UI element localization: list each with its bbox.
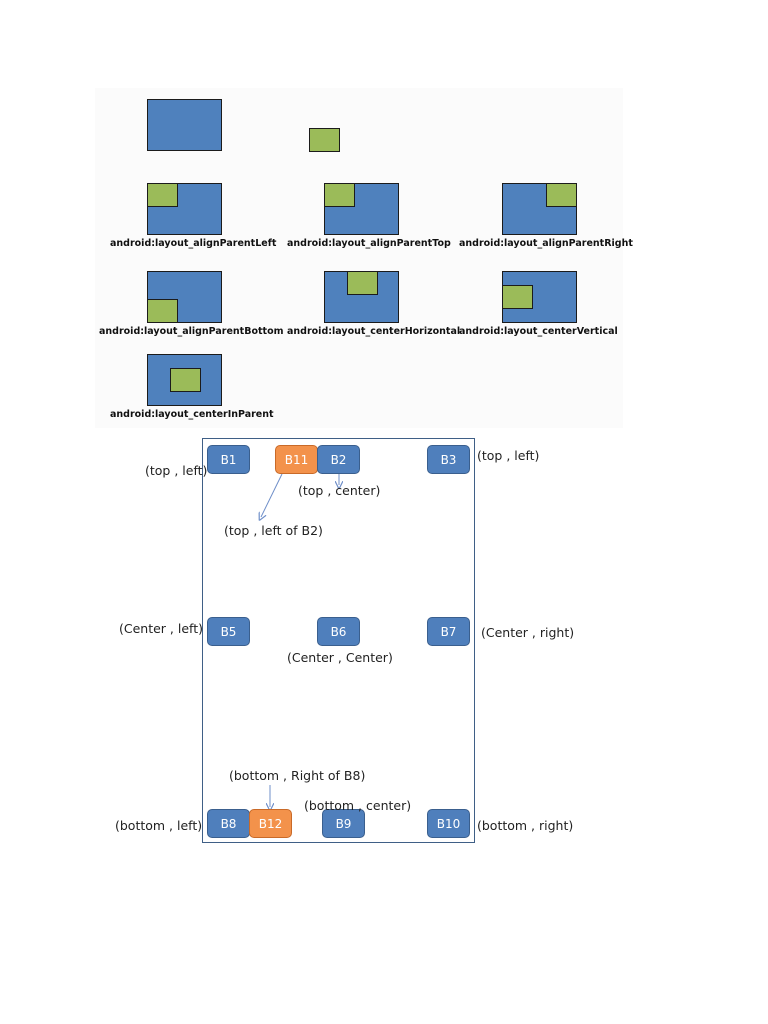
label-b12-position: (bottom , Right of B8) xyxy=(229,768,366,783)
label-center-in-parent: android:layout_centerInParent xyxy=(110,409,274,420)
child-rect xyxy=(146,182,178,207)
example-align-parent-top xyxy=(323,182,399,235)
button-b10[interactable]: B10 xyxy=(427,809,470,838)
label-align-parent-top: android:layout_alignParentTop xyxy=(287,238,451,249)
button-b9[interactable]: B9 xyxy=(322,809,365,838)
child-rect xyxy=(170,368,201,392)
child-rect xyxy=(347,270,378,295)
label-align-parent-left: android:layout_alignParentLeft xyxy=(110,238,277,249)
child-rect xyxy=(501,285,533,309)
arrow-b11 xyxy=(261,473,283,517)
label-b5-position: (Center , left) xyxy=(119,621,203,636)
example-center-horizontal xyxy=(324,270,399,323)
button-b12[interactable]: B12 xyxy=(249,809,292,838)
button-b11[interactable]: B11 xyxy=(275,445,318,474)
label-center-horizontal: android:layout_centerHorizontal xyxy=(287,326,461,337)
label-b9-position: (bottom , center) xyxy=(304,798,412,813)
child-rect xyxy=(323,182,355,207)
example-align-parent-right xyxy=(502,182,577,235)
label-b6-position: (Center , Center) xyxy=(287,650,393,665)
button-b5[interactable]: B5 xyxy=(207,617,250,646)
legend-child-rect xyxy=(309,128,340,152)
label-align-parent-right: android:layout_alignParentRight xyxy=(459,238,633,249)
label-b11-position: (top , left of B2) xyxy=(224,523,323,538)
label-center-vertical: android:layout_centerVertical xyxy=(459,326,618,337)
child-rect xyxy=(146,299,178,323)
button-b8[interactable]: B8 xyxy=(207,809,250,838)
example-center-vertical xyxy=(501,271,577,323)
button-b2[interactable]: B2 xyxy=(317,445,360,474)
label-align-parent-bottom: android:layout_alignParentBottom xyxy=(99,326,284,337)
label-b10-position: (bottom , right) xyxy=(477,818,574,833)
example-center-in-parent xyxy=(147,354,222,406)
label-b1-position: (top , left) xyxy=(145,463,208,478)
legend-parent-rect xyxy=(147,99,222,151)
label-b3-position: (top , left) xyxy=(477,448,540,463)
example-align-parent-left xyxy=(146,182,222,235)
button-b1[interactable]: B1 xyxy=(207,445,250,474)
label-b7-position: (Center , right) xyxy=(481,625,575,640)
button-b7[interactable]: B7 xyxy=(427,617,470,646)
child-rect xyxy=(546,182,577,207)
label-b2-position: (top , center) xyxy=(298,483,381,498)
button-b6[interactable]: B6 xyxy=(317,617,360,646)
button-b3[interactable]: B3 xyxy=(427,445,470,474)
example-align-parent-bottom xyxy=(146,271,222,323)
label-b8-position: (bottom , left) xyxy=(115,818,203,833)
